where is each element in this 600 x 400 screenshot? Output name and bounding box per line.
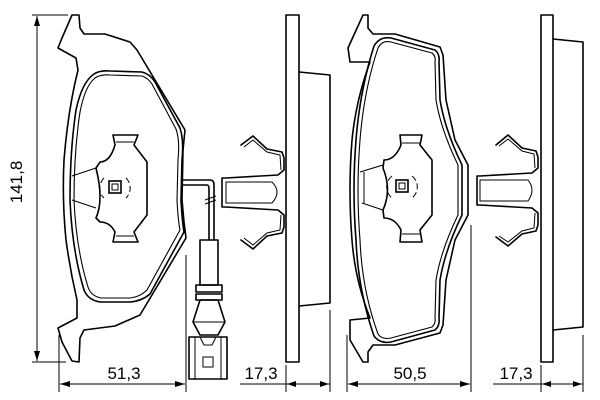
pad-1-side-view [221, 14, 331, 363]
thickness-dimension-pad-2: 17,3 [493, 335, 584, 392]
pad-2-side-view [476, 14, 584, 363]
wear-sensor-cable [182, 179, 228, 380]
width-dimension-pad-1: 51,3 [58, 255, 187, 392]
thickness-dimension-pad-1: 17,3 [240, 310, 331, 392]
pad-1-spring-clip [221, 135, 285, 250]
thickness-label-pad-2: 17,3 [499, 364, 532, 383]
height-dimension: 141,8 [7, 14, 68, 363]
pad-2-spring-clip [476, 134, 539, 247]
pad-2-center-boss [359, 134, 433, 243]
pad-1-front-view [57, 14, 228, 380]
height-label: 141,8 [7, 161, 26, 204]
width-label-pad-1: 51,3 [107, 364, 140, 383]
pad-2-front-view [347, 14, 469, 363]
pad-1-center-boss [71, 134, 148, 243]
width-dimension-pad-2: 50,5 [346, 225, 472, 392]
width-label-pad-2: 50,5 [393, 364, 426, 383]
thickness-label-pad-1: 17,3 [244, 364, 277, 383]
